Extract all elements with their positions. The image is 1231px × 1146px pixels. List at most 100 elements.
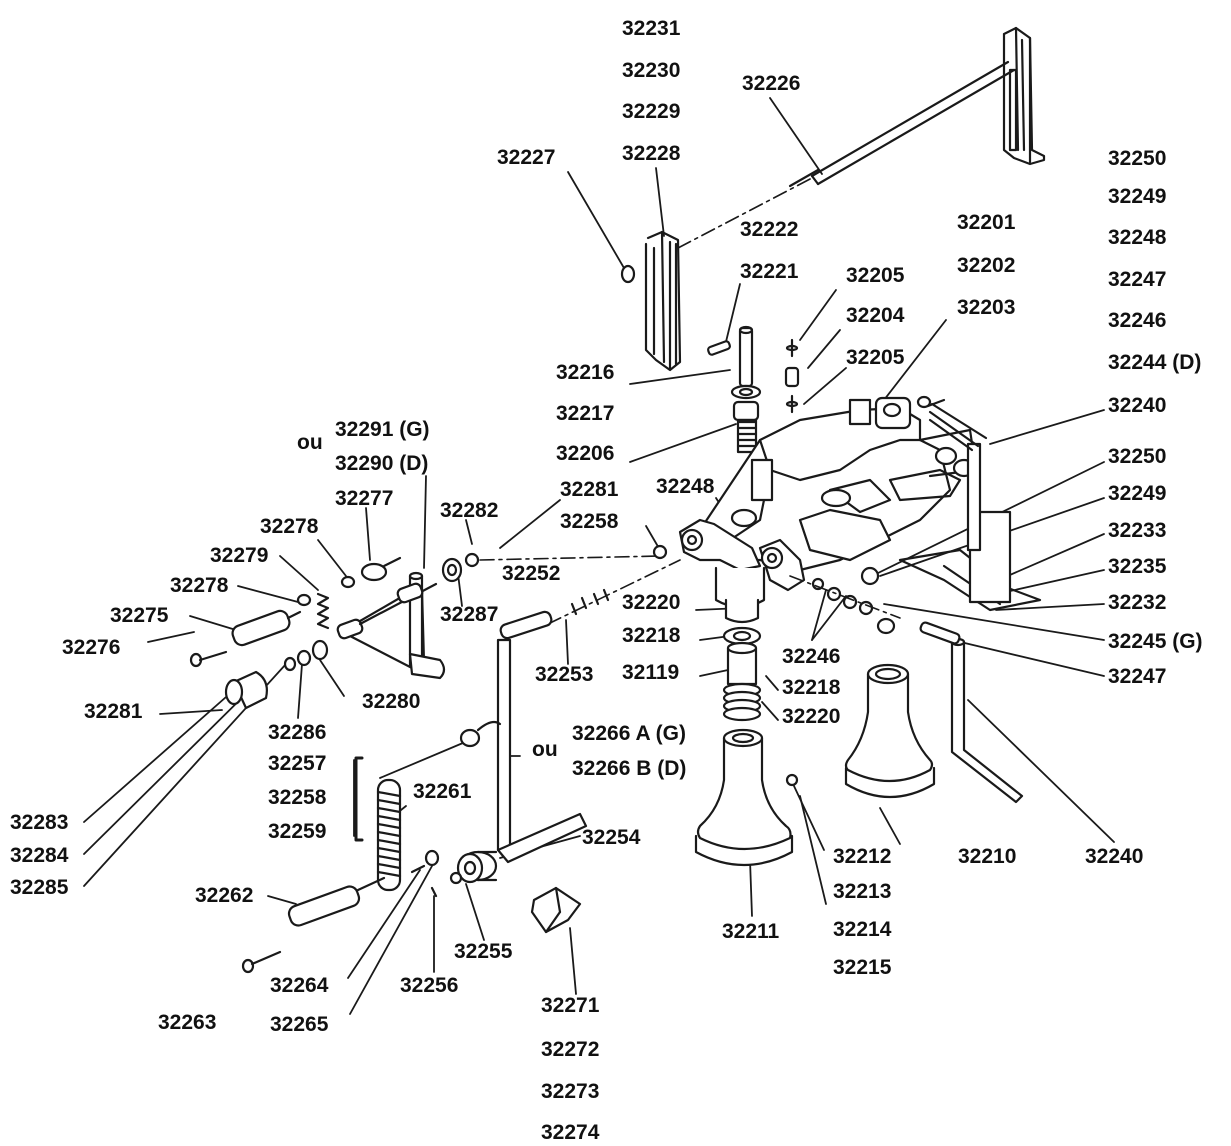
part-wheel-32254	[449, 850, 498, 885]
part-label-l21: 32205	[846, 346, 905, 369]
part-screw-32263	[241, 950, 282, 974]
part-label-l83: 32273	[541, 1080, 599, 1103]
part-spacers-32252	[570, 588, 610, 616]
centerline-left-upper	[479, 555, 661, 561]
part-label-l35: 32278	[170, 574, 229, 597]
part-label-l68: 32262	[195, 884, 253, 907]
part-label-l38: 32252	[502, 562, 560, 585]
part-lever-32240-bottom	[950, 637, 1024, 804]
part-label-l63: 32266 B (D)	[572, 757, 686, 780]
part-rod-32226	[788, 60, 1016, 188]
part-label-l54: 32280	[362, 690, 420, 713]
centerline-left-mid	[547, 559, 681, 625]
part-label-l42: 32233	[1108, 519, 1166, 542]
part-bracket-right-top	[1002, 26, 1046, 166]
part-clip-32271	[530, 886, 582, 934]
brackets-left	[354, 756, 364, 842]
part-label-l66: 32284	[10, 844, 69, 867]
part-washer-32217	[730, 384, 762, 400]
part-label-l72: 32215	[833, 956, 892, 979]
part-label-l82: 32272	[541, 1038, 599, 1061]
part-label-l31: 32258	[560, 510, 619, 533]
part-label-l25: ou	[297, 431, 323, 454]
part-label-l16: 32203	[957, 296, 1015, 319]
part-rod-32253-vertical	[496, 638, 588, 864]
part-label-l24: 32206	[556, 442, 614, 465]
part-label-l02: 32230	[622, 59, 680, 82]
part-label-l61: ou	[532, 738, 558, 761]
part-label-l56: 32286	[268, 721, 326, 744]
part-label-l09: 32248	[1108, 226, 1167, 249]
part-cylinder-body-32220	[714, 566, 766, 624]
part-label-l03: 32229	[622, 100, 680, 123]
part-label-l81: 32271	[541, 994, 600, 1017]
part-label-l36: 32275	[110, 604, 169, 627]
part-spring-32279	[316, 592, 330, 630]
part-label-l37: 32276	[62, 636, 120, 659]
part-label-l11: 32246	[1108, 309, 1166, 332]
part-bracket-32228	[644, 230, 682, 372]
part-washer-32287	[441, 552, 480, 583]
part-label-l80: 32265	[270, 1013, 329, 1036]
part-label-l49: 32119	[622, 661, 679, 684]
part-washers-32280	[283, 639, 329, 672]
part-small-spacer-32204	[784, 338, 800, 414]
part-main-body-32201	[688, 395, 978, 572]
part-label-l79: 32263	[158, 1011, 216, 1034]
part-label-l58: 32258	[268, 786, 327, 809]
part-bushing-32277	[296, 556, 402, 607]
part-label-l08: 32249	[1108, 185, 1166, 208]
part-label-l48: 32218	[622, 624, 681, 647]
part-label-l33: 32278	[260, 515, 319, 538]
centerline-rod	[677, 177, 813, 249]
part-label-l78: 32256	[400, 974, 458, 997]
part-label-l67: 32285	[10, 876, 69, 899]
part-label-l04: 32228	[622, 142, 681, 165]
part-label-l59: 32259	[268, 820, 326, 843]
part-pins-32264	[410, 849, 440, 898]
part-screw-32212	[785, 773, 799, 787]
part-label-l52: 32220	[782, 705, 840, 728]
part-washers-32246	[811, 566, 961, 645]
part-roller-32281	[224, 670, 268, 710]
part-label-l13: 32240	[1108, 394, 1166, 417]
part-label-l05: 32226	[742, 72, 800, 95]
part-label-l20: 32204	[846, 304, 905, 327]
part-label-l84: 32274	[541, 1121, 600, 1144]
part-stud-32216	[738, 325, 754, 388]
part-label-l14: 32201	[957, 211, 1016, 234]
part-label-l62: 32266 A (G)	[572, 722, 686, 745]
part-label-l17: 32222	[740, 218, 798, 241]
part-sleeve-32119	[726, 641, 758, 686]
leader-lines	[83, 97, 1115, 1015]
part-pin-32258	[652, 544, 668, 560]
part-label-l50: 32246	[782, 645, 840, 668]
part-pin-32253	[499, 610, 553, 640]
part-label-l18: 32221	[740, 260, 799, 283]
part-label-l15: 32202	[957, 254, 1015, 277]
part-label-l06: 32227	[497, 146, 555, 169]
part-lever-32240-top	[928, 402, 988, 552]
part-label-l74: 32240	[1085, 845, 1143, 868]
part-label-l23: 32217	[556, 402, 614, 425]
part-ring-32218-upper	[722, 626, 762, 646]
part-label-l01: 32231	[622, 17, 681, 40]
part-label-l60: 32261	[413, 780, 472, 803]
part-label-l26: 32291 (G)	[335, 418, 430, 441]
part-label-l70: 32213	[833, 880, 891, 903]
part-label-l12: 32244 (D)	[1108, 351, 1201, 374]
part-foot-32210	[844, 663, 936, 799]
part-lever-32290	[336, 571, 446, 680]
part-label-l57: 32257	[268, 752, 326, 775]
part-label-l75: 32211	[722, 920, 780, 943]
part-pin-32221	[707, 340, 731, 356]
part-label-l28: 32277	[335, 487, 393, 510]
part-label-l43: 32235	[1108, 555, 1167, 578]
part-label-l65: 32283	[10, 811, 68, 834]
part-label-l34: 32279	[210, 544, 268, 567]
part-label-l32: 32248	[656, 475, 715, 498]
part-label-l19: 32205	[846, 264, 905, 287]
part-label-l76: 32255	[454, 940, 513, 963]
